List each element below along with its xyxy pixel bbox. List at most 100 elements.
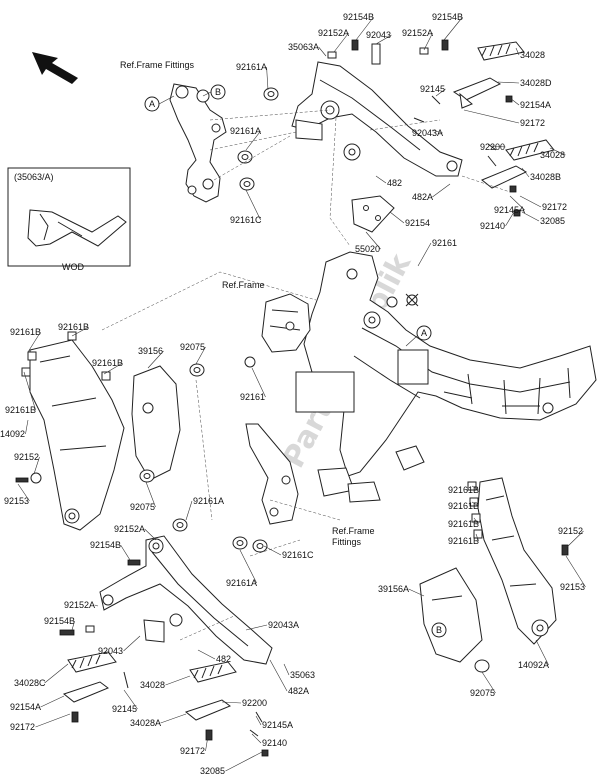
part-label-68: 92152: [558, 526, 583, 536]
part-label-11: 34028D: [520, 78, 552, 88]
leader-line-31: [71, 326, 89, 337]
part-label-44: 92161C: [282, 550, 314, 560]
part-label-30: 92161B: [10, 327, 41, 337]
leader-line-15: [431, 129, 443, 134]
leader-line-45: [239, 549, 257, 584]
leader-line-29: [417, 242, 432, 267]
leader-line-60: [255, 715, 262, 726]
part-label-40: 92075: [130, 502, 155, 512]
leader-line-7: [443, 16, 463, 41]
leader-line-5: [375, 34, 392, 45]
ref-frame-block: [261, 293, 419, 353]
leader-line-18: [549, 147, 566, 156]
leader-line-19: [521, 167, 530, 178]
leader-line-10: [515, 47, 520, 56]
right-guard-cover: [419, 567, 483, 663]
part-label-18: 34028: [540, 150, 565, 160]
part-label-38: 92152: [14, 452, 39, 462]
leader-line-20: [509, 195, 525, 211]
part-label-64: 92161B: [448, 485, 479, 495]
leader-line-70: [408, 588, 425, 597]
part-label-25: 482: [387, 178, 402, 188]
leader-line-14: [463, 109, 520, 124]
leader-line-50: [283, 663, 290, 676]
part-label-47: 92154B: [44, 616, 75, 626]
leader-line-56: [35, 713, 71, 728]
leader-line-66: [473, 517, 479, 525]
part-label-20: 92145A: [494, 205, 525, 215]
leader-line-4: [333, 32, 349, 53]
part-label-48: 92043: [98, 646, 123, 656]
part-label-36: 92161: [240, 392, 265, 402]
leader-line-40: [145, 481, 156, 508]
part-label-65: 92161B: [448, 501, 479, 511]
callout-a-frame: A: [405, 325, 432, 347]
part-label-29: 92161: [432, 238, 457, 248]
part-label-17: 92200: [480, 142, 505, 152]
part-label-67: 92161B: [448, 536, 479, 546]
part-label-54: 34028C: [14, 678, 46, 688]
leader-lines: [17, 16, 586, 772]
leader-line-23: [521, 211, 540, 222]
part-label-60: 92145A: [262, 720, 293, 730]
part-label-37: 14092: [0, 429, 25, 439]
leader-line-69: [565, 555, 586, 588]
lower-footpeg-left: [62, 651, 117, 703]
leader-line-42: [144, 528, 157, 541]
leader-line-13: [435, 88, 446, 97]
leader-line-36: [251, 367, 266, 398]
leader-line-39: [17, 483, 30, 502]
part-label-56: 92172: [10, 722, 35, 732]
upper-left-bracket: [169, 83, 227, 203]
leader-line-30: [27, 331, 41, 353]
part-label-16: 92161A: [230, 126, 261, 136]
svg-text:A: A: [421, 328, 427, 338]
part-label-55: 92154A: [10, 702, 41, 712]
part-label-23: 32085: [540, 216, 565, 226]
left-collars: [15, 356, 256, 484]
leader-line-68: [565, 530, 584, 549]
part-label-70: 39156A: [378, 584, 409, 594]
part-label-21: 92172: [542, 202, 567, 212]
svg-text:A: A: [149, 99, 155, 109]
leader-line-58: [160, 713, 187, 724]
lower-footpeg-bracket: [99, 535, 273, 665]
leader-line-44: [263, 545, 282, 556]
right-heel-guard: [477, 477, 557, 645]
part-label-12: 92154A: [520, 100, 551, 110]
leader-line-17: [491, 145, 506, 148]
leader-line-22: [505, 211, 515, 227]
callout-a-top: A: [144, 95, 175, 112]
leader-line-9: [266, 66, 269, 91]
leader-line-33: [147, 350, 164, 369]
part-label-66: 92161B: [448, 519, 479, 529]
part-label-41: 92161A: [193, 496, 224, 506]
upper-bolts: [327, 39, 449, 65]
heel-guard-upper: [351, 195, 395, 233]
leader-line-55: [40, 695, 65, 708]
part-label-19: 34028B: [530, 172, 561, 182]
part-label-51: 482: [216, 654, 231, 664]
svg-text:B: B: [436, 625, 442, 635]
part-label-13: 92145: [420, 84, 445, 94]
part-label-39: 92153: [4, 496, 29, 506]
leader-line-72: [481, 671, 496, 694]
part-label-0: Ref.Frame Fittings: [120, 60, 195, 70]
part-label-63: 32085: [200, 766, 225, 775]
leader-line-64: [471, 485, 479, 491]
leader-line-16: [245, 130, 261, 151]
part-label-3: 92154B: [343, 12, 374, 22]
leader-line-49: [245, 624, 268, 631]
leader-line-54: [44, 663, 69, 684]
part-label-24: 92161C: [230, 215, 262, 225]
part-label-8: 35063A: [288, 42, 319, 52]
leader-line-27: [389, 211, 405, 224]
leader-line-63: [225, 751, 263, 772]
front-arrow-icon: [32, 52, 78, 84]
left-heel-guard: [21, 331, 125, 531]
part-label-50: 35063: [290, 670, 315, 680]
upper-footpeg-2: [481, 139, 555, 189]
